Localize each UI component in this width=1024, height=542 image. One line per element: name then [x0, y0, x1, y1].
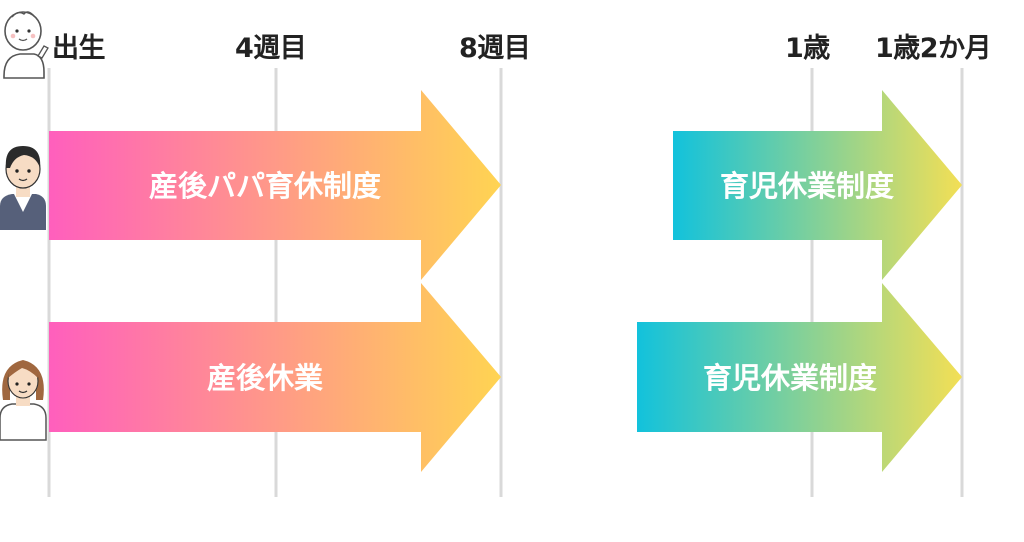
arrow-father-childcare-label: 育児休業制度 — [720, 169, 894, 203]
arrow-father-postpartum — [49, 90, 501, 280]
arrow-mother-childcare — [637, 283, 962, 472]
timeline-label-week8: 8週目 — [459, 33, 531, 64]
mother-icon — [0, 360, 47, 441]
timeline-label-age1: 1歳 — [785, 33, 830, 64]
arrow-mother-childcare-label: 育児休業制度 — [703, 361, 877, 395]
timeline-label-week4: 4週目 — [235, 33, 307, 64]
timeline-label-birth: 出生 — [52, 33, 106, 64]
arrow-mother-postpartum-label: 産後休業 — [207, 361, 323, 395]
arrow-father-childcare — [673, 90, 962, 280]
father-icon — [0, 146, 46, 230]
timeline-label-age1m2: 1歳2か月 — [875, 33, 992, 64]
arrow-mother-postpartum — [49, 283, 501, 472]
baby-icon — [3, 11, 49, 79]
arrow-father-postpartum-label: 産後パパ育休制度 — [149, 169, 381, 203]
